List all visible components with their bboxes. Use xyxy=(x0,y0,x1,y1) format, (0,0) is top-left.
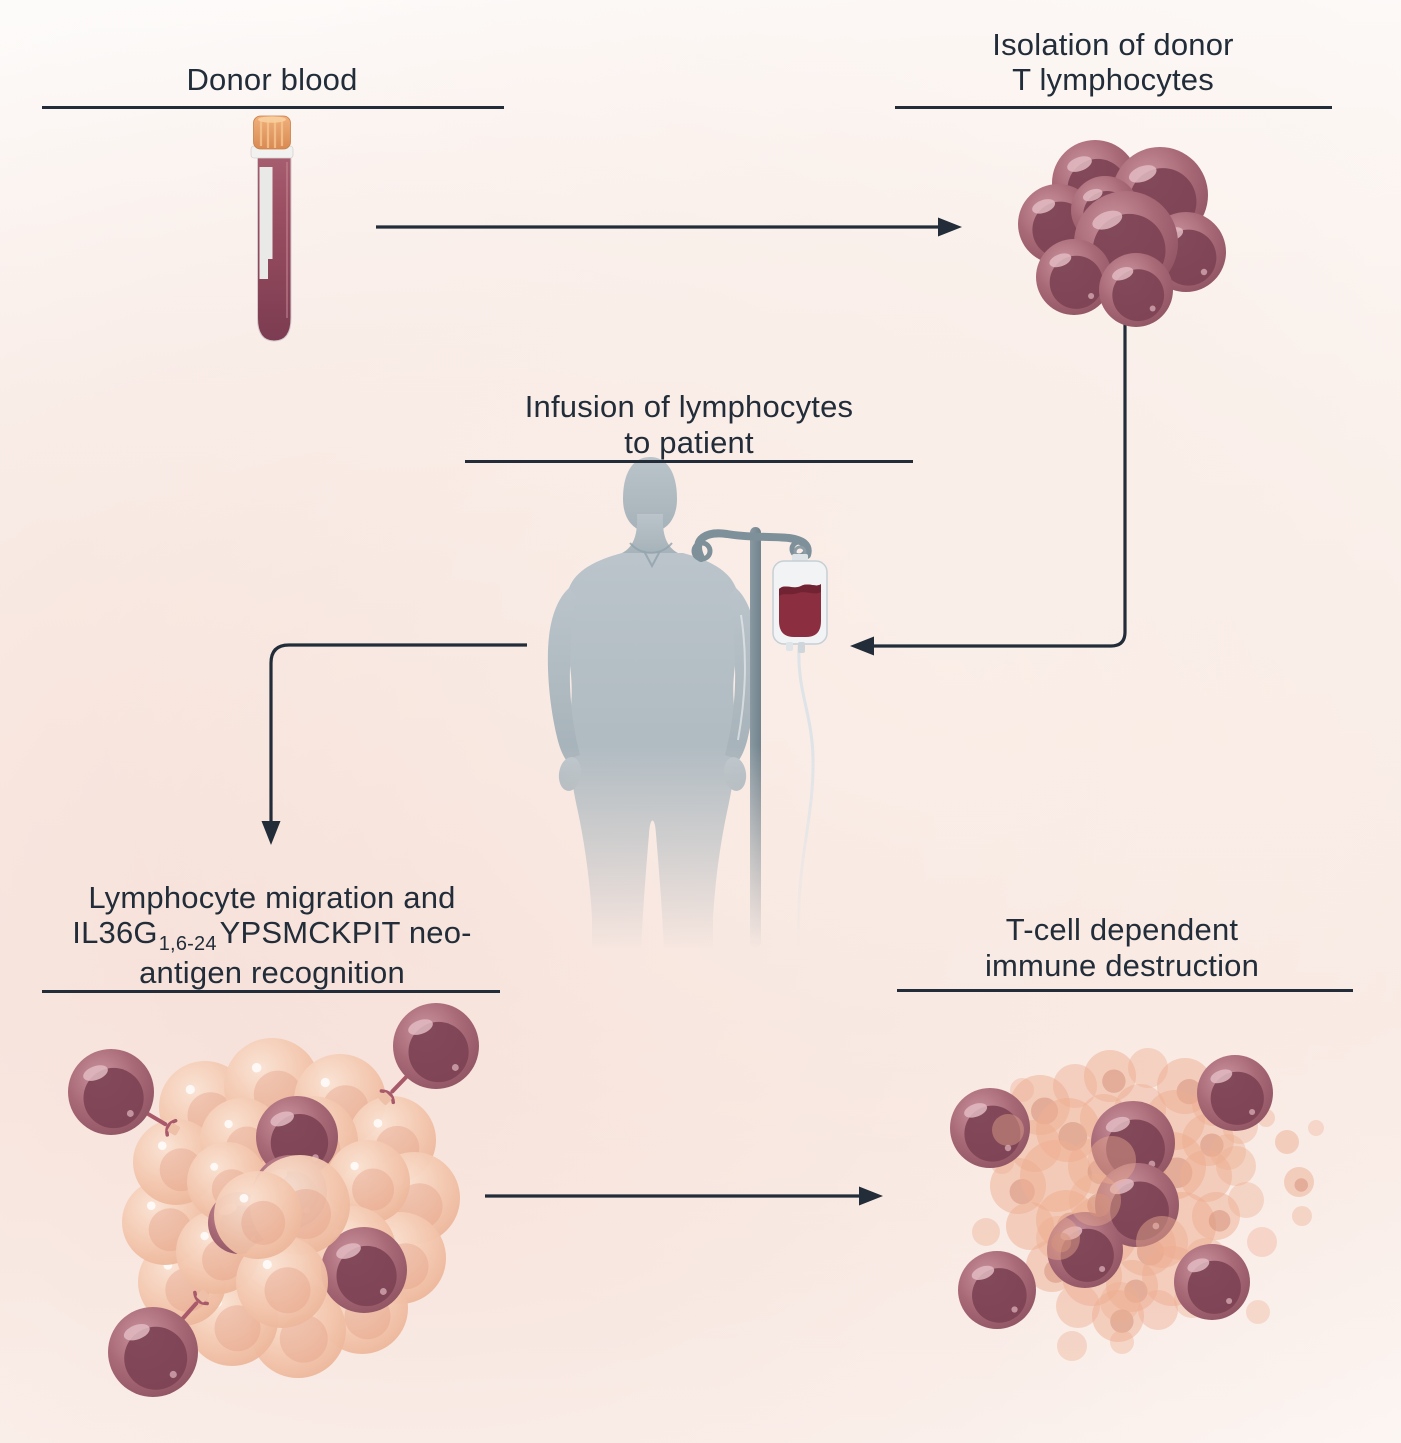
isolation-label: Isolation of donor T lymphocytes xyxy=(903,27,1323,97)
recognition-label-line2: IL36G1,6-24YPSMCKPIT neo- xyxy=(52,915,492,955)
arrow-recognition-to-destruction xyxy=(485,1186,883,1206)
isolation-underline xyxy=(895,106,1332,109)
arrow-isolation-to-infusion xyxy=(850,318,1127,656)
recognition-label: Lymphocyte migration and IL36G1,6-24YPSM… xyxy=(52,880,492,990)
t-lymphocyte-cluster-icon xyxy=(1018,140,1226,327)
destruction-label: T-cell dependent immune destruction xyxy=(902,912,1342,984)
recognition-peptide-subscript: 1,6-24 xyxy=(158,933,217,955)
donor-blood-label: Donor blood xyxy=(92,63,452,97)
infusion-label-line1: Infusion of lymphocytes xyxy=(524,389,854,424)
patient-figure-icon xyxy=(547,457,758,948)
isolation-label-line1: Isolation of donor xyxy=(992,27,1234,62)
infusion-label-line2: to patient xyxy=(624,425,754,460)
destruction-label-line1: T-cell dependent xyxy=(1005,912,1239,947)
arrow-infusion-to-recognition xyxy=(261,643,527,845)
recognition-peptide-suffix: YPSMCKPIT neo- xyxy=(219,915,472,950)
iv-pole-icon xyxy=(691,527,815,949)
flow-arrows xyxy=(261,217,1127,1206)
blood-tube-icon xyxy=(250,115,294,342)
infusion-label: Infusion of lymphocytes to patient xyxy=(469,389,909,461)
donor-blood-underline xyxy=(42,106,504,109)
recognition-label-line3: antigen recognition xyxy=(139,955,405,990)
isolation-label-line2: T lymphocytes xyxy=(1012,62,1214,97)
tumor-destruction-icon xyxy=(950,1048,1324,1361)
destruction-underline xyxy=(897,989,1353,992)
infusion-underline xyxy=(465,460,913,463)
tumor-recognition-icon xyxy=(68,1003,479,1397)
recognition-underline xyxy=(42,990,500,993)
arrow-donor-to-isolation xyxy=(376,217,962,237)
recognition-label-line1: Lymphocyte migration and xyxy=(88,880,456,915)
donor-blood-label-text: Donor blood xyxy=(186,62,358,97)
infusion-bag-icon xyxy=(772,545,828,653)
destruction-label-line2: immune destruction xyxy=(984,948,1260,983)
recognition-peptide-prefix: IL36G xyxy=(72,915,158,950)
